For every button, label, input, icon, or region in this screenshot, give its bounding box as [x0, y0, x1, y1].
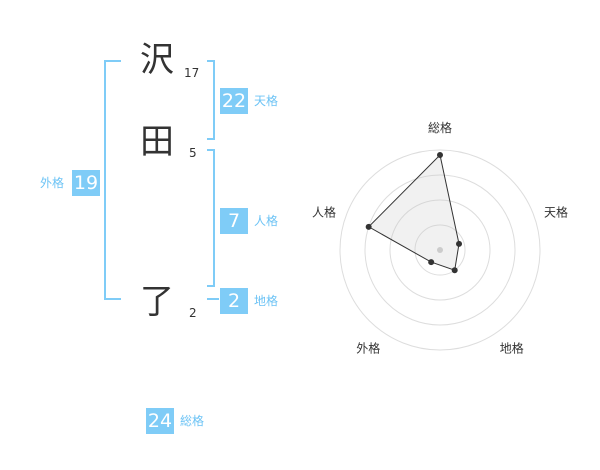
radar-axis-label: 天格 — [544, 204, 568, 219]
radar-axis-label: 総格 — [428, 120, 452, 135]
tenkaku-bracket-top — [207, 60, 215, 62]
name-char-2: 田 — [140, 122, 174, 162]
stroke-count-2: 5 — [189, 146, 197, 160]
tenkaku-bracket-line — [213, 60, 215, 140]
radar-ring — [389, 199, 491, 301]
gaikaku-label: 外格 — [40, 176, 65, 190]
radar-axis-label: 外格 — [356, 341, 380, 356]
radar-rings — [339, 149, 541, 351]
radar-ring — [364, 174, 516, 326]
name-char-1: 沢 — [140, 40, 174, 80]
radar-point — [456, 240, 463, 247]
radar-point — [365, 223, 372, 230]
chikaku-badge: 2 — [220, 288, 248, 314]
radar-ring — [339, 149, 541, 351]
radar-area — [367, 153, 460, 271]
radar-point — [437, 152, 443, 158]
soukaku-label: 総格 — [180, 414, 205, 428]
jinkaku-label: 人格 — [254, 214, 279, 228]
jinkaku-badge: 7 — [220, 208, 248, 234]
radar-ring — [414, 224, 466, 276]
tenkaku-label: 天格 — [254, 94, 279, 108]
jinkaku-bracket-top — [207, 149, 215, 151]
stroke-count-1: 17 — [184, 66, 200, 80]
chikaku-bracket-line — [207, 298, 219, 300]
tenkaku-bracket-bottom — [207, 138, 215, 140]
radar-center-dot — [437, 247, 443, 253]
tenkaku-badge: 22 — [220, 88, 248, 114]
stroke-count-3: 2 — [189, 306, 197, 320]
radar-point — [451, 267, 458, 274]
jinkaku-bracket-bottom — [207, 285, 215, 287]
radar-axis-label: 地格 — [500, 341, 524, 356]
gaikaku-bracket-line — [104, 60, 106, 300]
jinkaku-bracket-line — [213, 149, 215, 287]
gaikaku-bracket-top — [104, 60, 121, 62]
radar-axis-label: 人格 — [312, 204, 336, 219]
gaikaku-bracket-bottom — [104, 298, 121, 300]
name-char-3: 了 — [140, 282, 174, 322]
soukaku-badge: 24 — [146, 408, 174, 434]
chikaku-label: 地格 — [254, 294, 279, 308]
gaikaku-badge: 19 — [72, 170, 100, 196]
radar-point — [428, 259, 435, 266]
radar-points — [365, 152, 463, 274]
